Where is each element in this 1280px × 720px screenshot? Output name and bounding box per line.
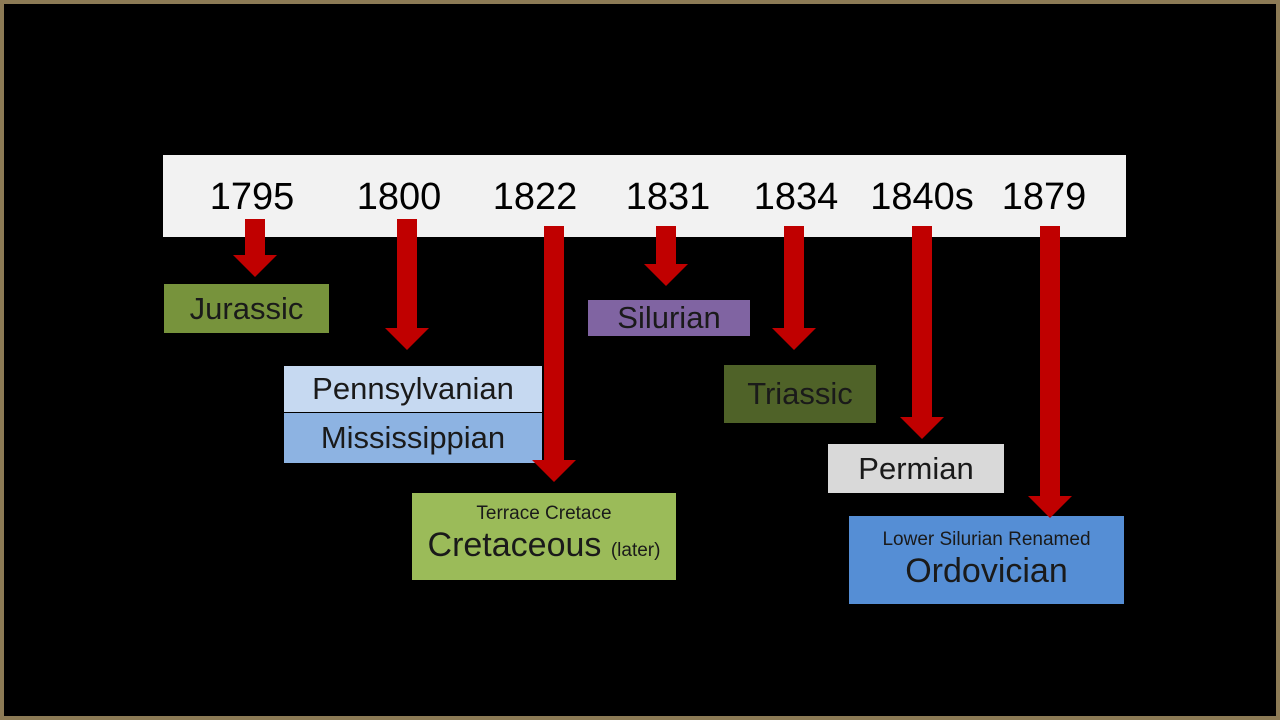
pennsylvanian-label: Pennsylvanian	[312, 371, 514, 406]
cretaceous-name-line: Cretaceous (later)	[428, 525, 661, 571]
mississippian-label: Mississippian	[320, 420, 506, 455]
jurassic-box: Jurassic	[164, 284, 329, 333]
arrow-1834	[772, 226, 816, 350]
ordovician-label: Ordovician	[905, 552, 1068, 590]
timeline-bar	[163, 155, 1126, 237]
ordovician-old-name: Lower Silurian Renamed	[882, 529, 1091, 550]
silurian-box: Silurian	[588, 300, 750, 336]
arrow-1840s	[900, 226, 944, 439]
year-1834: 1834	[753, 176, 839, 218]
year-1840s: 1840s	[870, 176, 974, 218]
year-1879: 1879	[1001, 176, 1087, 218]
arrow-1879	[1028, 226, 1072, 518]
cretaceous-note: (later)	[610, 539, 661, 561]
triassic-label: Triassic	[747, 376, 853, 411]
year-1822: 1822	[492, 176, 578, 218]
arrow-1800	[385, 219, 429, 350]
cretaceous-label: Cretaceous	[427, 525, 602, 564]
pennsylvanian-box: Pennsylvanian	[284, 366, 542, 412]
ordovician-box: Lower Silurian Renamed Ordovician	[849, 516, 1124, 604]
year-1800: 1800	[356, 176, 442, 218]
year-1831: 1831	[625, 176, 711, 218]
year-1795: 1795	[209, 176, 295, 218]
mississippian-box: Mississippian	[284, 413, 542, 463]
cretaceous-box: Terrace Cretace Cretaceous (later)	[412, 493, 676, 580]
jurassic-label: Jurassic	[189, 290, 304, 326]
cretaceous-old-name: Terrace Cretace	[476, 502, 612, 524]
permian-box: Permian	[828, 444, 1004, 493]
silurian-label: Silurian	[617, 300, 721, 335]
arrows-layer	[233, 219, 1072, 518]
triassic-box: Triassic	[724, 365, 876, 423]
permian-label: Permian	[858, 450, 974, 486]
